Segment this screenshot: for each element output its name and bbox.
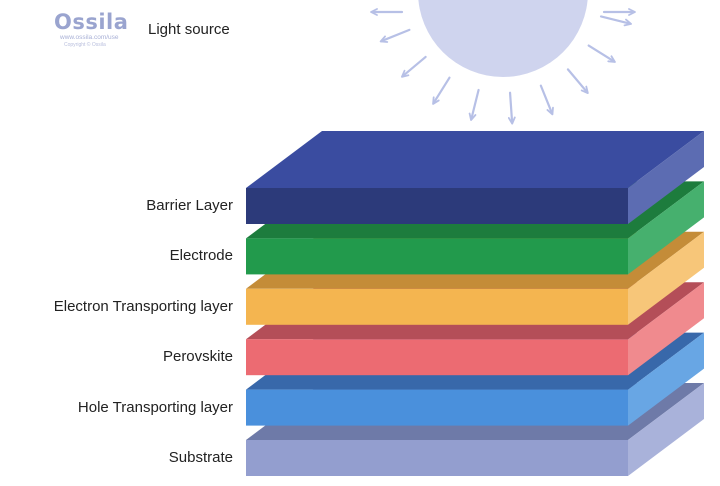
layer-front-face [246, 238, 628, 275]
layer-front-face [246, 389, 628, 426]
light-ray-arrow [379, 28, 411, 43]
layer-front-face [246, 188, 628, 224]
logo-wordmark: Ossila [54, 10, 129, 34]
layer-stack [246, 131, 704, 476]
layer-label: Hole Transporting layer [77, 398, 233, 416]
layer-side-face [628, 231, 704, 325]
light-ray-arrow [468, 88, 480, 121]
light-ray-arrow [587, 44, 616, 63]
layer-front-face [246, 288, 628, 325]
layer-side-face [628, 282, 704, 376]
sun-disc [418, 0, 588, 77]
layer-side-face [628, 131, 704, 224]
logo-url: www.ossila.com/use [60, 34, 119, 41]
layer-label: Electrode [169, 247, 233, 265]
layer-side-face [628, 383, 704, 476]
layer-top-face [246, 131, 704, 188]
layer-label: Electron Transporting layer [53, 297, 233, 315]
sun [370, 0, 636, 125]
logo-copyright: Copyright © Ossila [64, 42, 106, 48]
layer-label: Substrate [168, 449, 233, 466]
layer-front-face [246, 440, 628, 476]
ossila-logo: Ossila www.ossila.com/use Copyright © Os… [50, 10, 128, 50]
layer-side-face [628, 332, 704, 426]
light-ray-arrow [400, 55, 427, 78]
light-ray-arrow [566, 68, 589, 95]
light-ray-arrow [432, 76, 451, 105]
light-ray-arrow [507, 91, 516, 125]
light-ray-arrow [539, 84, 554, 116]
layer-label: Perovskite [162, 348, 233, 366]
light-ray-arrow [599, 15, 632, 27]
layer-front-face [246, 339, 628, 376]
light-source-label: Light source [148, 21, 230, 38]
layer-label: Barrier Layer [146, 197, 233, 214]
layer-side-face [628, 181, 704, 275]
